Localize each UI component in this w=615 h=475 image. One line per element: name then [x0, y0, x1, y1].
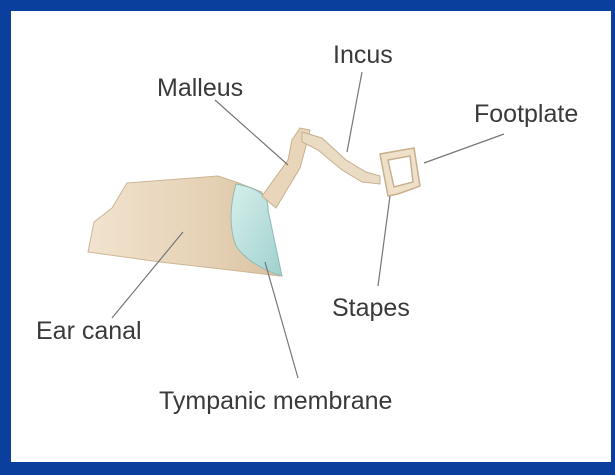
- malleus-leader: [215, 100, 288, 165]
- tympanic-membrane-leader: [265, 262, 298, 378]
- footplate-label: Footplate: [474, 100, 578, 128]
- malleus-label: Malleus: [157, 74, 243, 102]
- ear-canal-label: Ear canal: [36, 317, 142, 345]
- incus-leader: [347, 72, 362, 152]
- footplate-leader: [424, 134, 504, 163]
- incus-label: Incus: [333, 41, 393, 69]
- stapes-shape: [380, 148, 420, 196]
- stapes-label: Stapes: [332, 294, 410, 322]
- stapes-leader: [378, 196, 390, 286]
- incus-shape: [302, 132, 380, 184]
- tympanic-membrane-label: Tympanic membrane: [159, 387, 392, 415]
